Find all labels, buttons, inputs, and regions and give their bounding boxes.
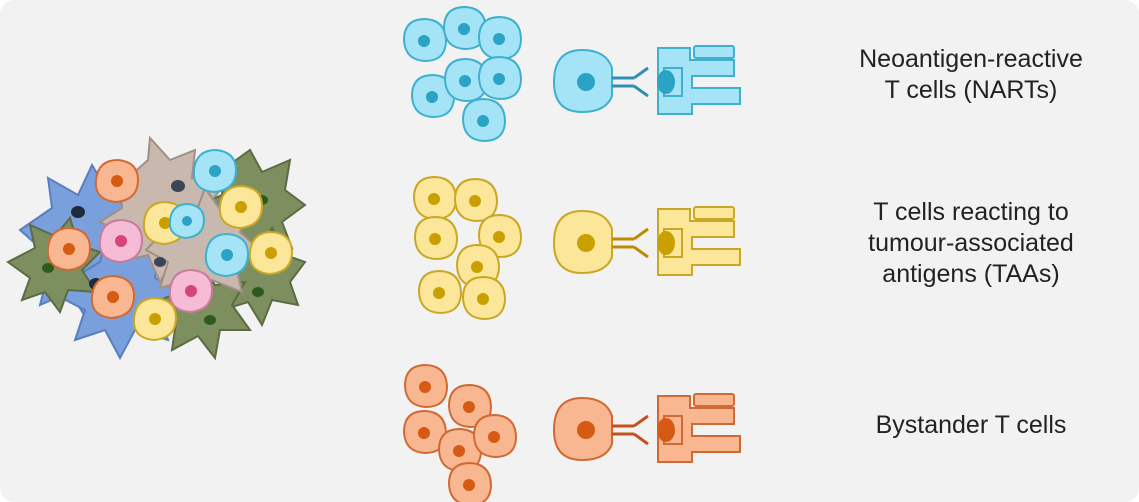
antigen-presenting-cell-icon bbox=[657, 207, 740, 275]
tcr-receptor-icon bbox=[612, 229, 648, 257]
t-cell-icon bbox=[463, 99, 505, 141]
antigen-presenting-cell-icon bbox=[657, 46, 740, 114]
nucleus-dark bbox=[71, 206, 85, 218]
taa-row bbox=[414, 177, 740, 319]
tumour-yellow-cell bbox=[250, 232, 292, 274]
nucleus-dark bbox=[171, 180, 185, 192]
tumour-blue-tcell bbox=[194, 150, 236, 192]
tcr-receptor-icon bbox=[612, 68, 648, 96]
narts-row bbox=[404, 7, 740, 141]
tcr-receptor-icon bbox=[612, 416, 648, 444]
t-cell-icon bbox=[415, 217, 457, 259]
t-cell-icon bbox=[414, 177, 456, 219]
tumour-orange-cell bbox=[96, 160, 138, 202]
tumour-yellow-cell bbox=[220, 186, 262, 228]
tumour-pink-cell bbox=[100, 220, 142, 262]
interacting-t-cell-icon bbox=[554, 50, 612, 112]
t-cell-icon bbox=[405, 365, 447, 407]
narts-label: Neoantigen-reactive T cells (NARTs) bbox=[821, 44, 1121, 106]
tumour-orange-cell bbox=[48, 228, 90, 270]
t-cell-icon bbox=[455, 179, 497, 221]
t-cell-icon bbox=[479, 57, 521, 99]
t-cell-icon bbox=[474, 415, 516, 457]
nucleus-dark bbox=[154, 257, 166, 267]
t-cell-icon bbox=[449, 463, 491, 502]
taa-label: T cells reacting to tumour-associated an… bbox=[821, 197, 1121, 290]
antigen-presenting-cell-icon bbox=[657, 394, 740, 462]
interacting-t-cell-icon bbox=[554, 398, 612, 460]
tumour-yellow-cell bbox=[134, 298, 176, 340]
t-cell-icon bbox=[404, 19, 446, 61]
nucleus-green bbox=[204, 315, 216, 325]
bystander-label: Bystander T cells bbox=[821, 410, 1121, 441]
t-cell-icon bbox=[463, 277, 505, 319]
t-cell-icon bbox=[419, 271, 461, 313]
tumour-blue-tcell bbox=[206, 234, 248, 276]
interacting-t-cell-icon bbox=[554, 211, 612, 273]
tumour-microenvironment-icon bbox=[8, 138, 305, 358]
nucleus-green bbox=[252, 287, 264, 297]
t-cell-icon bbox=[479, 17, 521, 59]
tumour-orange-cell bbox=[92, 276, 134, 318]
tumour-blue-tcell bbox=[170, 204, 204, 238]
tumour-pink-cell bbox=[170, 270, 212, 312]
bystander-row bbox=[404, 365, 740, 502]
